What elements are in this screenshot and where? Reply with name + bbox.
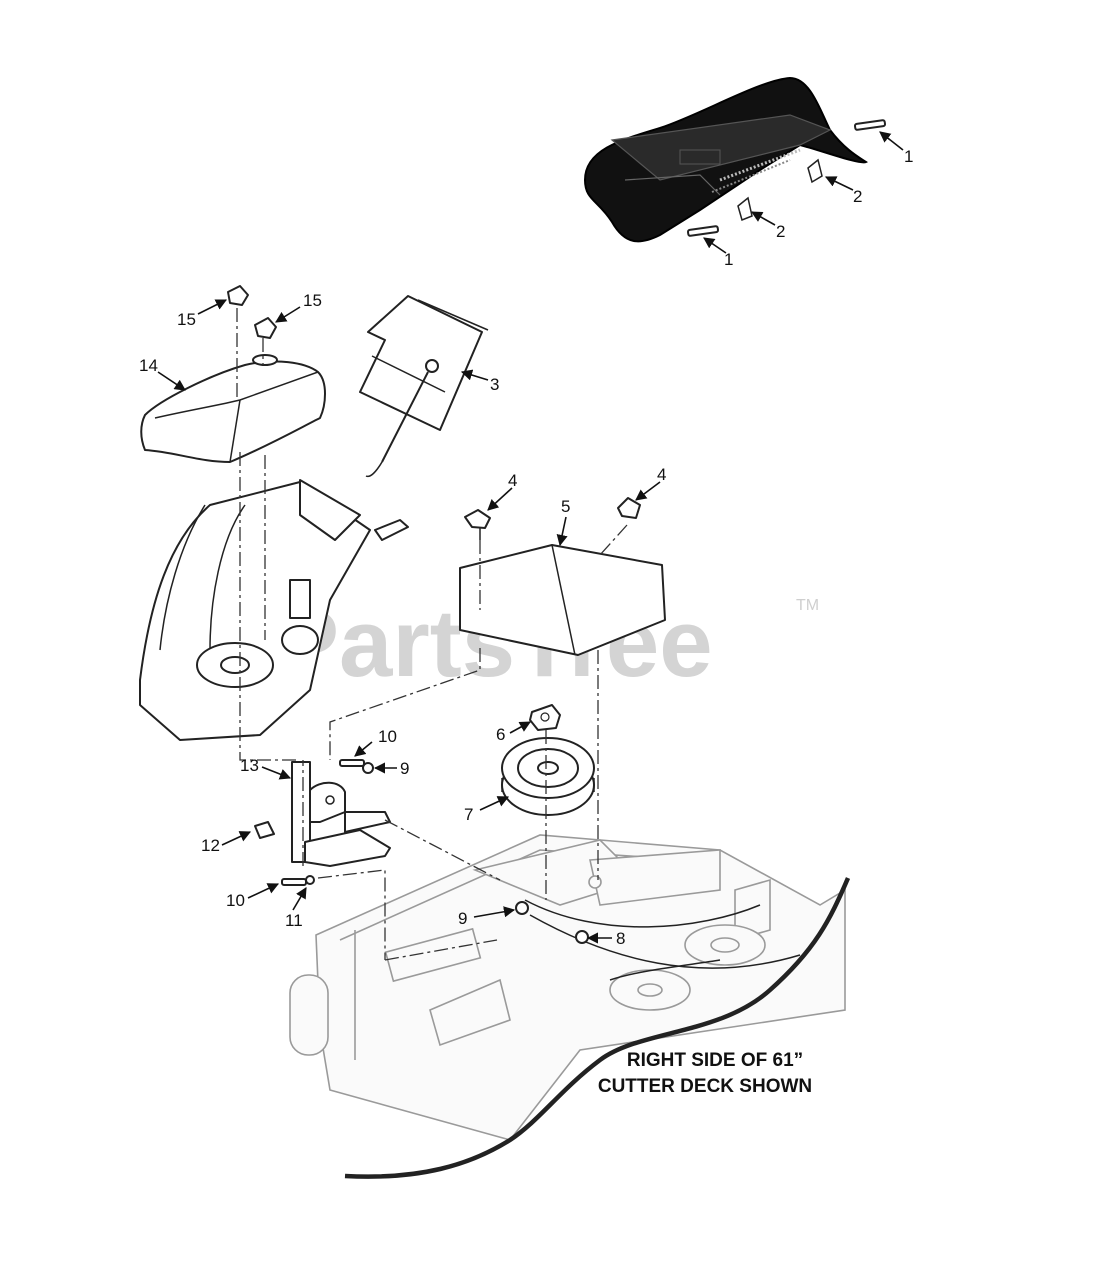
deck-note: RIGHT SIDE OF 61” CUTTER DECK SHOWN: [598, 1050, 812, 1097]
hex-nut: [529, 704, 561, 731]
nut-8: [575, 930, 589, 944]
hinge-pin-bottom: [686, 225, 720, 237]
knob-shield-right: [617, 497, 641, 519]
knob-right: [254, 317, 277, 339]
callout-leaders: [157, 131, 904, 944]
callout-6: 6: [496, 725, 505, 744]
callout-3: 3: [490, 375, 499, 394]
bolt-10-lower: [281, 878, 307, 886]
deck-wheel: [289, 974, 329, 1056]
deck-outline-curve: [344, 877, 851, 1179]
cutter-deck: [289, 834, 846, 1141]
washer-9-upper: [362, 762, 374, 774]
discharge-housing: [139, 479, 409, 741]
rear-flap: [359, 295, 489, 478]
lock-washer-11: [305, 875, 315, 885]
callout-7: 7: [464, 805, 473, 824]
callout-2-bottom: 2: [776, 222, 785, 241]
idler-pulley: [501, 737, 595, 816]
deflector-chute: [583, 76, 868, 243]
callout-11: 11: [285, 911, 303, 930]
knob-left: [227, 285, 249, 306]
callout-15-left: 15: [177, 310, 196, 329]
watermark-trademark: TM: [796, 597, 819, 614]
callout-8: 8: [616, 929, 625, 948]
belt-cover: [140, 354, 326, 463]
note-line-2: CUTTER DECK SHOWN: [598, 1076, 812, 1097]
callout-4-left: 4: [508, 471, 517, 490]
hairpin-clip-bottom: [737, 196, 753, 222]
callout-10-lower: 10: [226, 891, 245, 910]
hinge-pin-top: [853, 119, 887, 131]
callout-15-right: 15: [303, 291, 322, 310]
callout-10-upper: 10: [378, 727, 397, 746]
callout-4-right: 4: [657, 465, 666, 484]
hairpin-clip-top: [807, 158, 823, 184]
note-line-1: RIGHT SIDE OF 61”: [627, 1050, 803, 1071]
callout-5: 5: [561, 497, 570, 516]
callout-9-lower: 9: [458, 909, 467, 928]
alignment-lines: [236, 308, 628, 961]
clip-12: [254, 821, 275, 839]
deck-plate: [384, 927, 482, 983]
callout-12: 12: [201, 836, 220, 855]
pulley-shield: [459, 544, 666, 656]
callout-numbers: 1 1 2 2 3 4 4 5 6 7 8 9 9 10 10 11 12 13…: [139, 147, 913, 948]
callout-14: 14: [139, 356, 158, 375]
knob-shield-left: [464, 509, 491, 540]
washer-9-lower: [515, 901, 529, 915]
callout-2-top: 2: [853, 187, 862, 206]
bolt-10-upper: [339, 759, 365, 767]
support-bracket: [291, 761, 391, 867]
callout-1-top: 1: [904, 147, 913, 166]
callout-1-bottom: 1: [724, 250, 733, 269]
callout-9-upper: 9: [400, 759, 409, 778]
callout-13: 13: [240, 756, 259, 775]
